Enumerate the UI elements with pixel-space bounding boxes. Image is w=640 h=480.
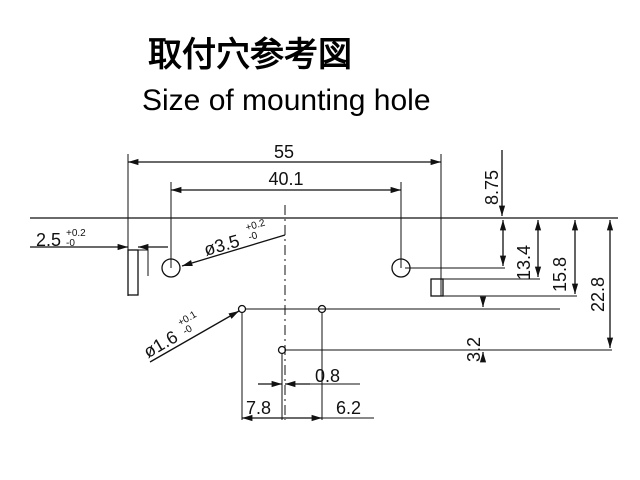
left-slot (127, 249, 139, 296)
dim-2-5: 2.5 (36, 230, 61, 250)
dim-8-75: 8.75 (482, 170, 502, 205)
leader-1-6 (149, 310, 240, 363)
pin-hole-left (237, 304, 247, 314)
dim-15-8: 15.8 (550, 257, 570, 292)
dim-40-1: 40.1 (268, 169, 303, 189)
title-japanese: 取付穴参考図 (148, 35, 352, 75)
dim-2-5-tol-upper: +0.2 (66, 228, 86, 239)
dim-13-4: 13.4 (514, 245, 534, 280)
pin-hole-center (277, 345, 287, 355)
dim-3-2: 3.2 (464, 337, 484, 362)
dim-7-8: 7.8 (246, 398, 271, 418)
dim-hole-1-6: ø1.6 (140, 327, 181, 362)
dim-hole-3-5: ø3.5 (202, 231, 242, 260)
leader-3-5 (181, 234, 286, 267)
right-slot (430, 278, 444, 297)
dim-hole-3-5-tol-lower: -0 (247, 230, 259, 243)
dim-0-8: 0.8 (315, 366, 340, 386)
dim-hole-3-5-tol-upper: +0.2 (244, 218, 266, 234)
title-english: Size of mounting hole (142, 84, 431, 117)
mounting-hole-left (161, 258, 181, 278)
dim-55: 55 (274, 142, 294, 162)
dim-22-8: 22.8 (588, 277, 608, 312)
dim-2-5-tol-lower: -0 (66, 238, 75, 249)
dim-6-2: 6.2 (336, 398, 361, 418)
